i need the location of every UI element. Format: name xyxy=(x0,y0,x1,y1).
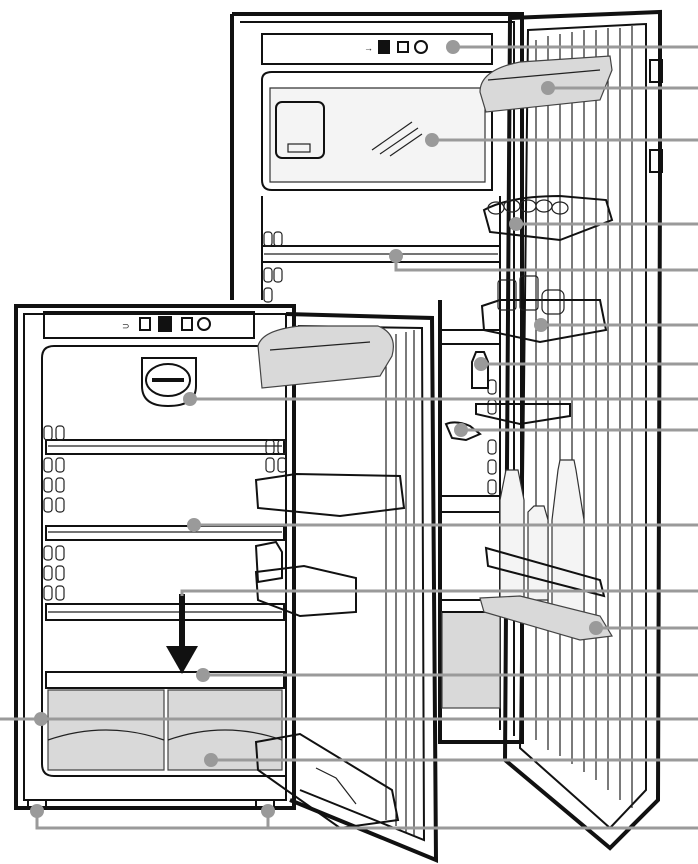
callout-dot-bottle-shelf xyxy=(589,621,603,635)
callout-line-feet xyxy=(35,811,698,830)
callout-dot-glass-shelf xyxy=(389,249,403,263)
interior-light xyxy=(141,357,197,408)
svg-text:→: → xyxy=(364,43,373,53)
milk-carton xyxy=(254,540,283,584)
insert-arrow-icon xyxy=(166,646,198,674)
freezer-compartment xyxy=(261,71,493,191)
tall-vegetable-drawer xyxy=(441,611,501,709)
callout-dot-butter-compartment xyxy=(541,81,555,95)
callout-dot-drawer-cover xyxy=(196,668,210,682)
small-bottle xyxy=(471,351,489,389)
callout-dot-freezer xyxy=(425,133,439,147)
short-door-shelf-middle xyxy=(254,564,357,618)
callout-line-arrow xyxy=(180,589,698,596)
freezer-indicator-box xyxy=(275,101,325,159)
callout-dot-control-panel xyxy=(446,40,460,54)
callout-dot-interior-light xyxy=(183,392,197,406)
short-control-panel xyxy=(43,311,255,339)
short-shelf-3 xyxy=(45,603,285,621)
short-temp-knob xyxy=(197,317,211,331)
callout-dot-egg-tray xyxy=(509,217,523,231)
callout-dot-foot-left xyxy=(30,804,44,818)
short-fridge: ⊃ xyxy=(14,304,439,863)
short-display xyxy=(158,316,172,332)
door-hinge-upper xyxy=(649,59,663,83)
callout-dot-drawer-right xyxy=(204,753,218,767)
bottle-shelf xyxy=(479,595,613,641)
door-shelf-middle xyxy=(480,299,608,344)
egg-tray xyxy=(482,194,614,242)
callout-dot-bottle-clip xyxy=(454,423,468,437)
short-shelf-1 xyxy=(45,439,285,455)
tall-bottle-left xyxy=(499,469,525,607)
callout-dot-short-shelf xyxy=(187,518,201,532)
callout-dot-bottle xyxy=(474,357,488,371)
tall-glass-shelf xyxy=(261,245,501,263)
short-butter-compartment xyxy=(257,325,394,389)
tall-bottle-right xyxy=(551,459,585,621)
callout-dot-door-shelf xyxy=(534,318,548,332)
short-fridge-cabinet xyxy=(14,304,296,810)
short-door-shelf-bottom xyxy=(254,732,400,830)
callout-dot-drawer-left xyxy=(34,712,48,726)
short-interior xyxy=(41,345,287,777)
short-door-shelf-upper xyxy=(254,472,406,518)
callout-leaders xyxy=(0,40,698,830)
tall-display xyxy=(378,40,390,54)
door-shelf-lower xyxy=(475,403,571,426)
svg-text:⊃: ⊃ xyxy=(122,321,130,331)
callout-dot-foot-right xyxy=(261,804,275,818)
short-door xyxy=(285,312,439,863)
tall-control-panel xyxy=(261,33,493,65)
tall-temp-knob xyxy=(414,40,428,54)
short-shelf-2 xyxy=(45,525,285,541)
door-hinge-lower xyxy=(649,149,663,173)
